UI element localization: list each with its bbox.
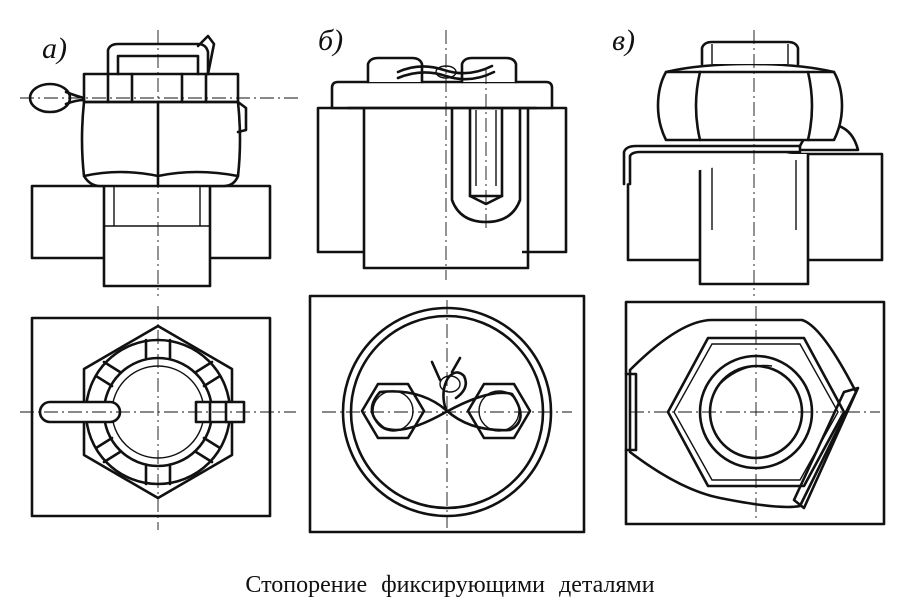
panel-a-plan-view [20,306,296,530]
panel-c: в) [612,24,886,526]
screw-head-right [460,56,518,84]
figure-caption: Стопорение фиксирующими деталями [245,572,654,598]
part-plan-outline [30,316,272,518]
lock-washer-plan [628,318,858,509]
bolt-shank [102,184,212,288]
panel-c-plan-view [624,300,886,526]
hex-nut [656,70,844,142]
part-plan-outline [308,294,586,534]
castle-nut [80,100,242,188]
panel-a-section-view [20,30,300,296]
lock-washer [622,144,832,186]
shaft [362,106,530,270]
panel-b-section-view [316,30,568,280]
panel-c-label: в) [612,24,635,57]
panel-a-label: а) [42,32,67,65]
panel-a: а) [20,30,300,530]
end-cap [330,80,554,110]
part-plan-outline [624,300,886,526]
bolt-end [700,40,800,66]
lock-washer-tab [792,386,860,510]
locking-wire [396,64,494,75]
screw-head-left [366,56,424,84]
panel-b-label: б) [318,24,343,57]
panel-b-plan-view [308,294,586,534]
panel-b: б) [308,24,586,534]
panel-c-section-view [622,30,884,296]
